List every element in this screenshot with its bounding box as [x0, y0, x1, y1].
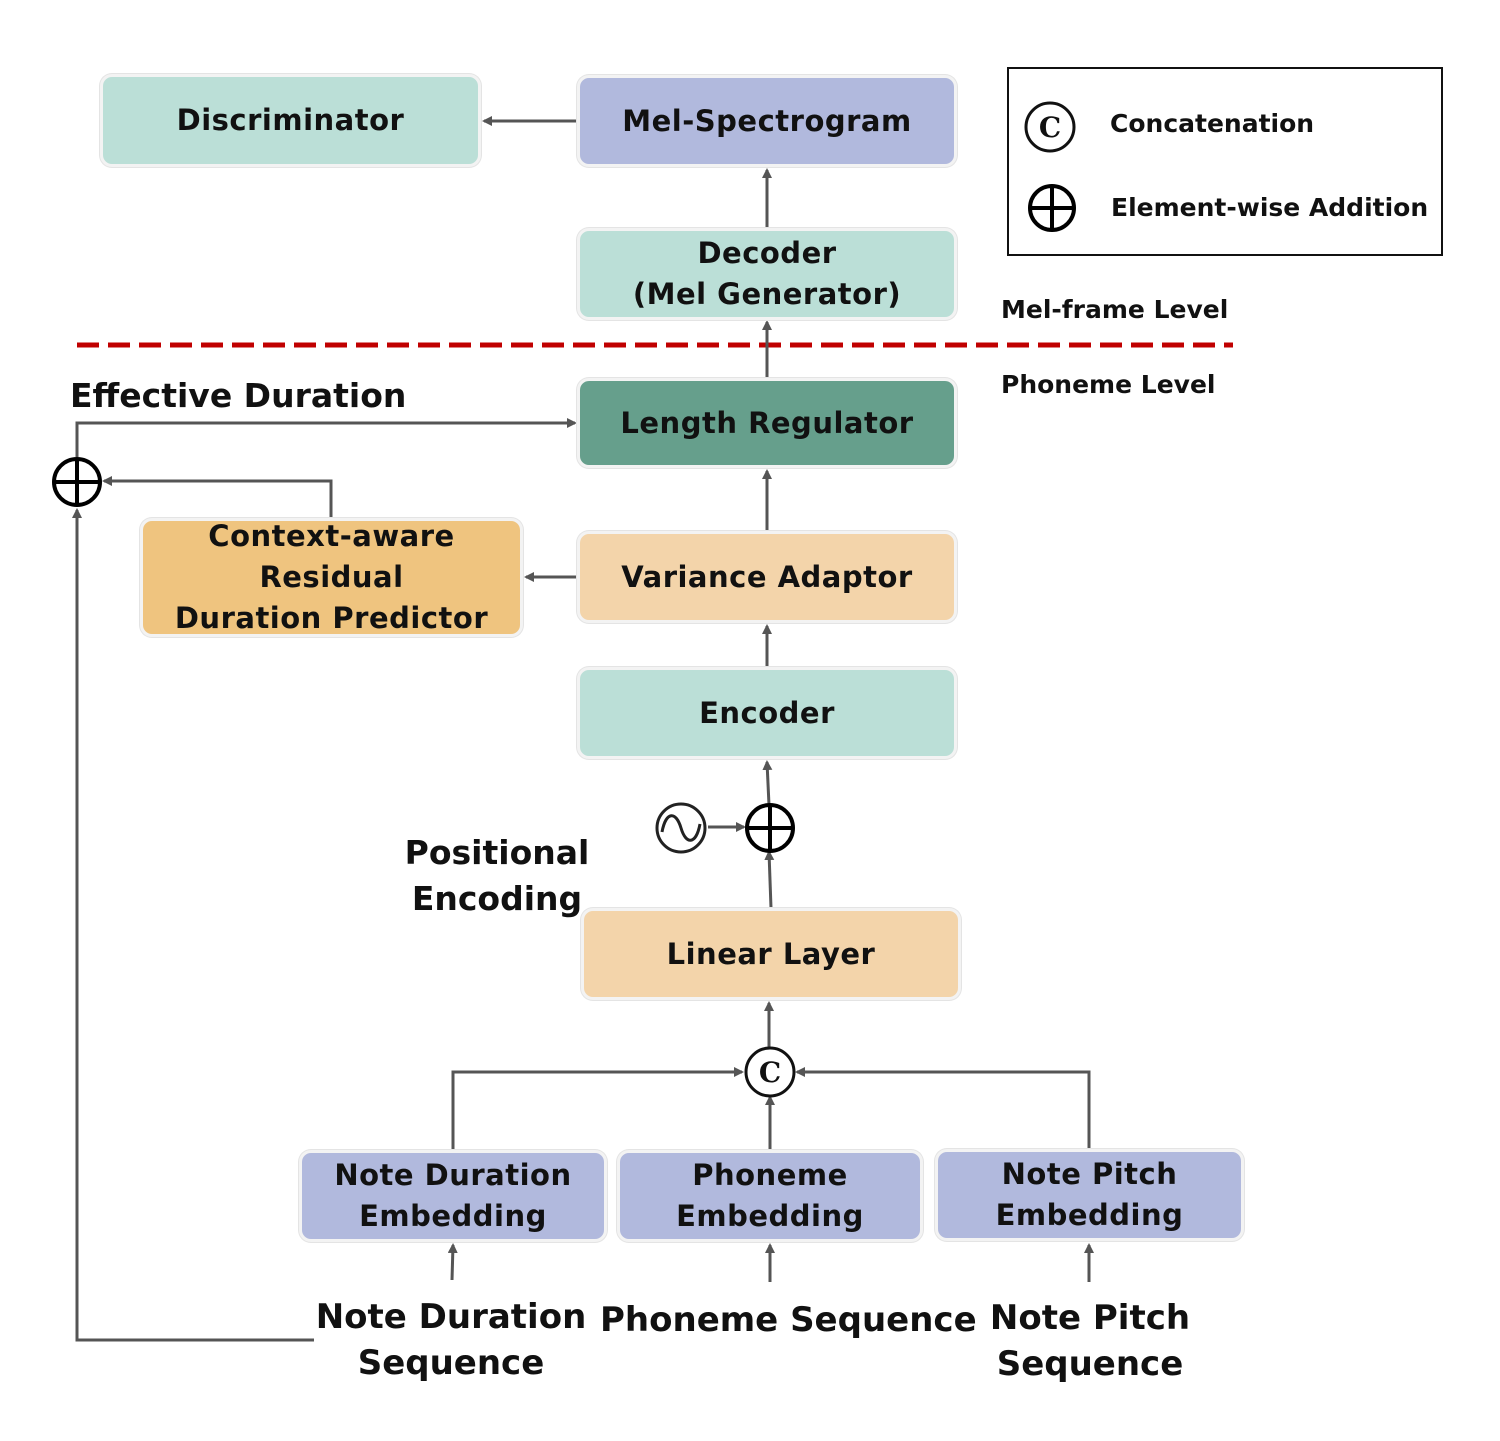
note-pitch-sequence-label: Note Pitch Sequence — [965, 1295, 1215, 1387]
concat-icon: C — [744, 1046, 796, 1098]
duration-add-icon — [52, 457, 102, 507]
note-pitch-sequence-line2: Sequence — [996, 1344, 1184, 1384]
mel-spectrogram-label: Mel-Spectrogram — [622, 103, 912, 138]
decoder-label-line2: (Mel Generator) — [632, 277, 902, 311]
note-duration-embedding-line1: Note Duration — [334, 1158, 572, 1192]
positional-encoding-icon — [655, 802, 707, 854]
linear-layer-label: Linear Layer — [666, 936, 876, 971]
variance-adaptor-box: Variance Adaptor — [577, 531, 957, 623]
discriminator-label: Discriminator — [176, 103, 405, 137]
note-duration-sequence-line2: Sequence — [357, 1343, 545, 1383]
arrow-nd-emb-to-concat — [451, 1067, 744, 1150]
arrow-cardp-to-add — [102, 476, 333, 518]
legend-concat-letter: C — [1039, 111, 1061, 144]
legend-box: C Concatenation Element-wise Addition — [1007, 67, 1443, 256]
note-pitch-embedding-box: Note Pitch Embedding — [935, 1149, 1244, 1241]
note-pitch-embedding-line1: Note Pitch — [1001, 1157, 1178, 1191]
mel-frame-level-label: Mel-frame Level — [1001, 295, 1229, 324]
effective-duration-label: Effective Duration — [70, 376, 407, 415]
legend-addition-label: Element-wise Addition — [1111, 193, 1429, 222]
phoneme-embedding-box: Phoneme Embedding — [617, 1150, 923, 1242]
phoneme-sequence-label: Phoneme Sequence — [600, 1297, 977, 1343]
length-regulator-label: Length Regulator — [620, 405, 914, 440]
arrow-nd-seq-to-emb — [447, 1243, 458, 1281]
phoneme-embedding-line1: Phoneme — [692, 1158, 848, 1192]
discriminator-box: Discriminator — [100, 74, 481, 167]
length-regulator-box: Length Regulator — [577, 378, 957, 468]
encoder-label: Encoder — [699, 695, 835, 730]
note-duration-sequence-line1: Note Duration — [315, 1297, 587, 1337]
arrow-np-emb-to-concat — [795, 1067, 1091, 1150]
arrow-add-to-encoder — [762, 760, 773, 806]
mel-spectrogram-box: Mel-Spectrogram — [577, 75, 957, 167]
duration-predictor-box: Context-aware Residual Duration Predicto… — [140, 518, 523, 637]
phoneme-level-label: Phoneme Level — [1001, 370, 1216, 399]
legend-addition-icon — [1028, 184, 1076, 232]
legend-concat-icon: C — [1024, 101, 1076, 153]
duration-predictor-line2: Residual — [259, 560, 404, 594]
concat-icon-letter: C — [759, 1056, 781, 1089]
duration-predictor-line3: Duration Predictor — [174, 601, 489, 635]
positional-encoding-line2: Encoding — [411, 879, 583, 918]
phoneme-embedding-line2: Embedding — [676, 1199, 864, 1233]
arrow-effective-duration-to-lr — [75, 418, 577, 457]
note-duration-embedding-box: Note Duration Embedding — [299, 1150, 607, 1242]
decoder-label-line1: Decoder — [697, 236, 837, 270]
note-pitch-sequence-line1: Note Pitch — [989, 1298, 1191, 1338]
note-pitch-embedding-line2: Embedding — [995, 1198, 1184, 1232]
duration-predictor-line1: Context-aware — [208, 519, 455, 553]
arrow-linear-to-add — [764, 850, 775, 909]
linear-layer-box: Linear Layer — [581, 908, 961, 1000]
encoder-box: Encoder — [577, 667, 957, 759]
positional-encoding-line1: Positional — [404, 833, 590, 872]
note-duration-sequence-label: Note Duration Sequence — [300, 1294, 602, 1386]
decoder-box: Decoder (Mel Generator) — [577, 228, 957, 320]
arrow-nd-seq-to-add — [72, 508, 314, 1342]
note-duration-embedding-line2: Embedding — [359, 1199, 547, 1233]
positional-encoding-label: Positional Encoding — [402, 830, 592, 922]
legend-concatenation-label: Concatenation — [1110, 109, 1315, 138]
encoding-add-icon — [745, 803, 795, 853]
phoneme-sequence-text: Phoneme Sequence — [600, 1300, 977, 1340]
variance-adaptor-label: Variance Adaptor — [621, 559, 913, 594]
